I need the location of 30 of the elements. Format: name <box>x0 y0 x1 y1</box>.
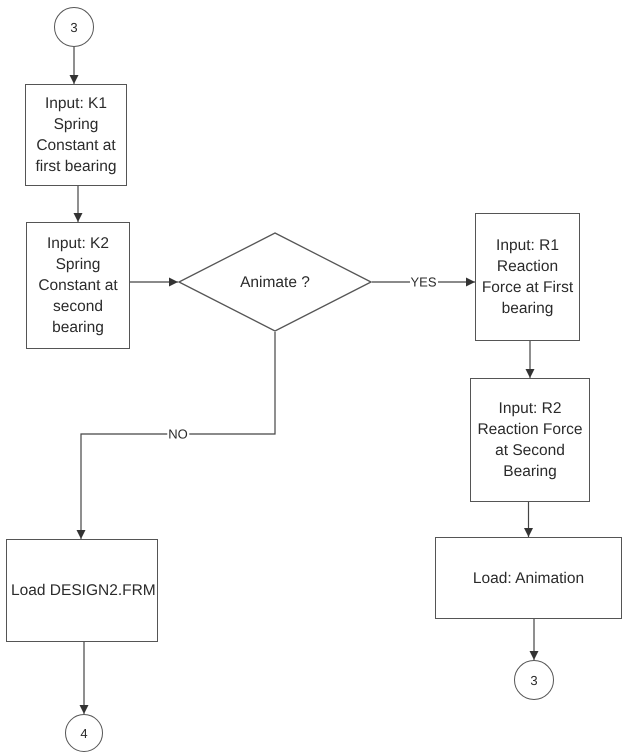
node-text: Input: R1 Reaction Force at First bearing <box>480 236 574 319</box>
edge-label: YES <box>410 274 438 290</box>
node-text: Load: Animation <box>472 568 584 588</box>
node-text: Load DESIGN2.FRM <box>11 581 156 601</box>
node-text: 4 <box>80 724 88 742</box>
arrow <box>70 47 78 84</box>
arrow <box>524 502 533 537</box>
decision-diamond <box>178 232 372 332</box>
node-text: Input: K1 Spring Constant at first bearing <box>34 94 118 177</box>
node-text: 3 <box>530 672 538 690</box>
node-text: Animate ? <box>240 272 310 292</box>
arrow <box>74 186 82 222</box>
process-box <box>435 537 622 619</box>
arrow <box>130 278 178 286</box>
process-box <box>470 378 590 502</box>
node-text: Input: R2 Reaction Force at Second Bearing <box>476 399 584 482</box>
process-box <box>6 539 158 642</box>
process-box <box>26 222 130 349</box>
process-box <box>475 213 580 341</box>
connector-circle <box>54 7 94 47</box>
arrow <box>530 619 538 660</box>
arrow <box>76 332 276 539</box>
arrow <box>80 642 88 714</box>
node-text: Input: K2 Spring Constant at second bearing <box>37 234 119 338</box>
edge-label: NO <box>167 426 189 442</box>
connector-circle <box>65 714 103 752</box>
connector-circle <box>514 660 554 700</box>
arrow <box>526 341 534 378</box>
process-box <box>25 84 127 186</box>
node-text: 3 <box>70 18 78 36</box>
